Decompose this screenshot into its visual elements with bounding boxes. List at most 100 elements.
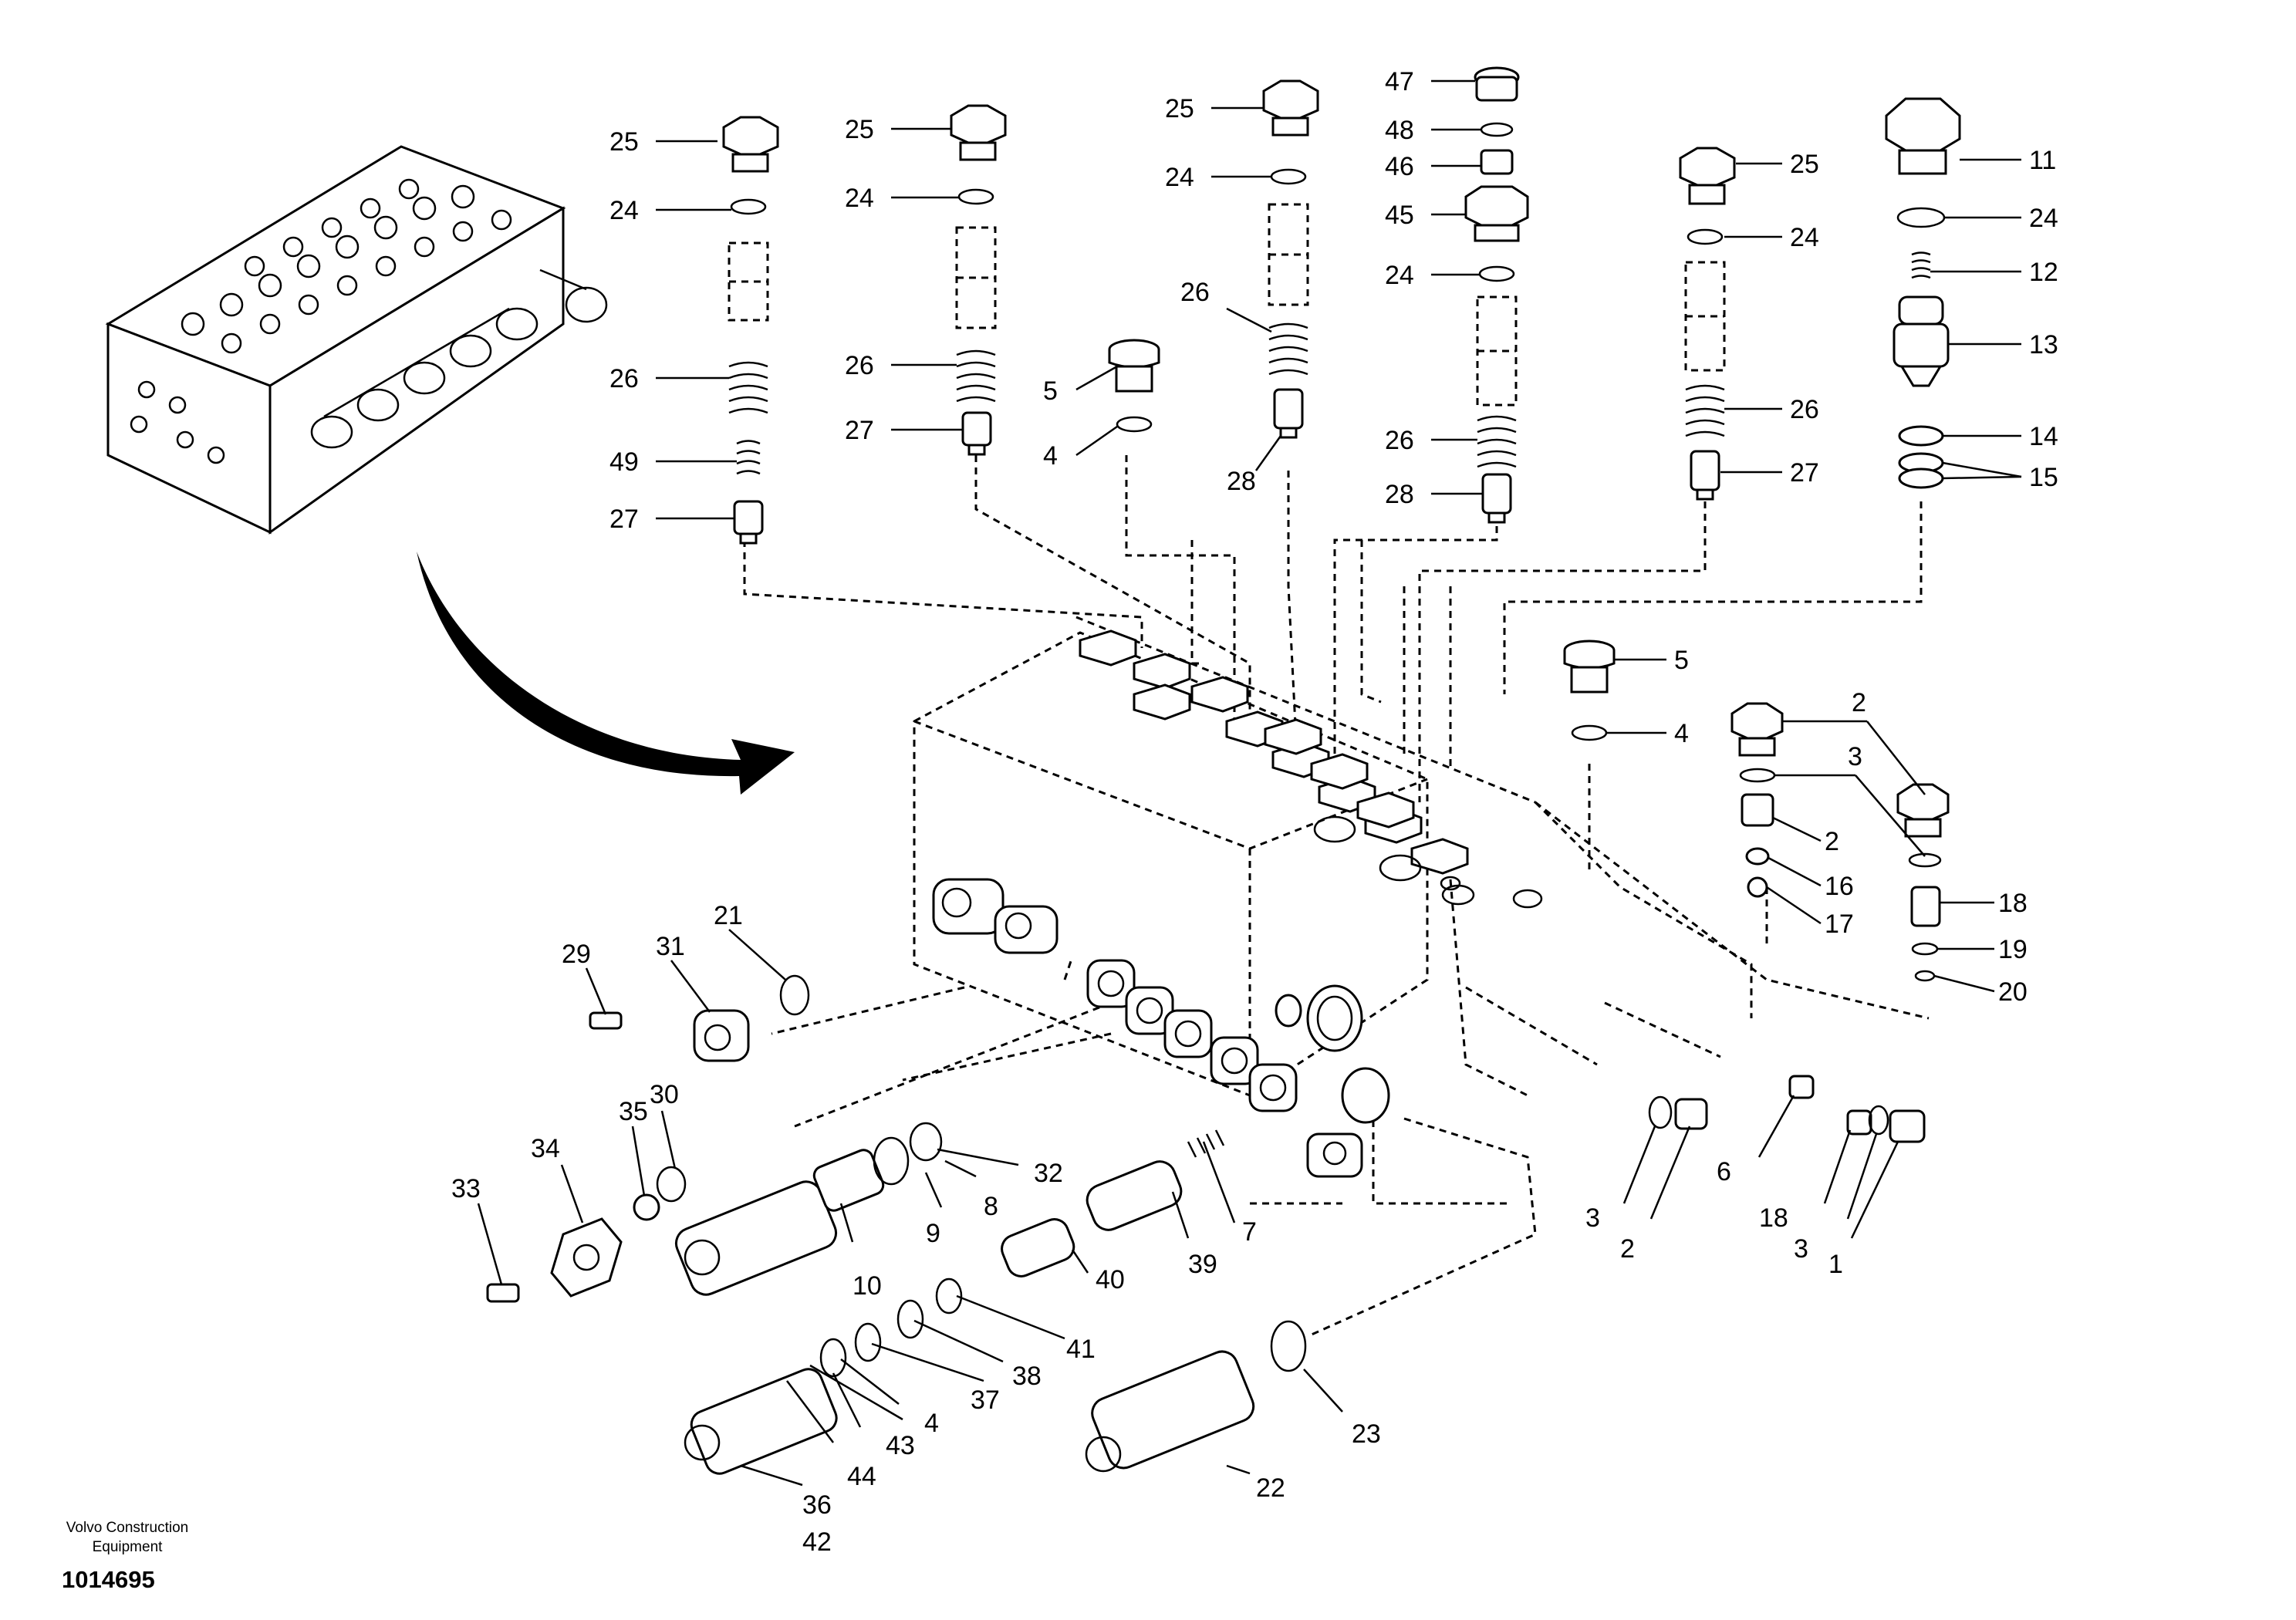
callout-label: 1 [1828, 1250, 1843, 1279]
callout-label: 2 [1620, 1234, 1635, 1264]
callout-label: 12 [2029, 258, 2058, 287]
callout-label: 11 [2029, 146, 2056, 175]
valve-body-outline [913, 616, 1930, 1205]
callout-label: 29 [562, 940, 591, 969]
cartridge-stack-4 [1464, 66, 1529, 524]
callout-label: 25 [609, 127, 639, 157]
callout-label: 48 [1385, 116, 1414, 145]
body-plugs [1079, 629, 1543, 909]
callout-labels: 25 24 26 49 27 25 24 26 27 5 4 25 24 26 … [451, 67, 2058, 1557]
callout-label: 33 [451, 1174, 481, 1203]
callout-label: 46 [1385, 152, 1414, 181]
callout-label: 28 [1227, 467, 1256, 496]
callout-label: 26 [1790, 395, 1819, 424]
callout-label: 24 [2029, 204, 2058, 233]
callout-label: 38 [1012, 1362, 1042, 1391]
callout-label: 3 [1585, 1203, 1600, 1233]
callout-label: 28 [1385, 480, 1414, 509]
callout-label: 31 [656, 932, 685, 961]
callout-label: 4 [1043, 441, 1058, 471]
callout-label: 25 [845, 115, 874, 144]
brand-caption: Volvo Construction Equipment [31, 1518, 224, 1557]
callout-label: 26 [1385, 426, 1414, 455]
callout-label: 9 [926, 1219, 940, 1248]
callout-label: 22 [1256, 1473, 1285, 1503]
callout-label: 27 [845, 416, 874, 445]
callout-label: 24 [845, 184, 874, 213]
callout-label: 24 [609, 196, 639, 225]
callout-label: 7 [1242, 1217, 1257, 1247]
cartridge-stack-5 [1679, 147, 1736, 501]
callout-label: 2 [1825, 827, 1839, 856]
callout-label: 17 [1825, 910, 1854, 939]
callout-label: 21 [714, 901, 743, 930]
callout-label: 16 [1825, 872, 1854, 901]
callout-label: 24 [1790, 223, 1819, 252]
callout-label: 35 [619, 1097, 648, 1126]
callout-label: 39 [1188, 1250, 1217, 1279]
callout-label: 3 [1794, 1234, 1808, 1264]
callout-label: 32 [1034, 1159, 1063, 1188]
callout-label: 34 [531, 1134, 560, 1163]
callout-label: 45 [1385, 201, 1414, 230]
callout-label: 36 [802, 1490, 832, 1520]
curved-arrow-icon [417, 552, 795, 795]
callout-label: 23 [1352, 1419, 1381, 1449]
relief-valve-22-seal-23 [1085, 1320, 1307, 1473]
callout-label: 25 [1790, 150, 1819, 179]
callout-label: 20 [1998, 977, 2028, 1007]
control-valve-assembly-overview [105, 145, 608, 535]
cover-33-bolt-32-seals-34-35 [486, 1166, 687, 1303]
callout-label: 26 [845, 351, 874, 380]
plug-stack-2-3 [1730, 702, 1950, 982]
callout-label: 40 [1096, 1265, 1125, 1294]
solenoid-block-and-fittings [932, 878, 1390, 1178]
callout-label: 27 [609, 505, 639, 534]
brand-line-2: Equipment [92, 1539, 163, 1555]
callout-label: 30 [650, 1080, 679, 1109]
callout-label: 47 [1385, 67, 1414, 96]
cartridge-stack-1 [722, 116, 779, 545]
relief-valve-42-seals [684, 1277, 963, 1475]
callout-label: 27 [1790, 458, 1819, 488]
callout-label: 14 [2029, 422, 2058, 451]
plug-5-seal-4-left [1108, 339, 1160, 433]
cover-29-bolt-30-seal-31 [589, 974, 810, 1062]
relief-valve-7 [674, 1122, 943, 1296]
callout-label: 13 [2029, 330, 2058, 359]
callout-label: 5 [1043, 376, 1058, 406]
cartridge-stack-6 [1885, 97, 1961, 489]
plugs-lower-right [1648, 1075, 1926, 1143]
callout-label: 37 [971, 1385, 1000, 1415]
callout-label: 6 [1717, 1157, 1731, 1186]
callout-label: 42 [802, 1527, 832, 1557]
callout-label: 19 [1998, 935, 2028, 964]
callout-label: 15 [2029, 463, 2058, 492]
callout-label: 18 [1998, 889, 2028, 918]
spool-40-41-spring-39 [1001, 1129, 1225, 1277]
callout-label: 4 [1674, 719, 1689, 748]
callout-label: 3 [1848, 742, 1862, 771]
callout-label: 49 [609, 447, 639, 477]
callout-label: 24 [1165, 163, 1194, 192]
brand-line-1: Volvo Construction [66, 1520, 189, 1536]
callout-label: 2 [1852, 688, 1866, 717]
callout-label: 4 [924, 1409, 939, 1438]
callout-label: 25 [1165, 94, 1194, 123]
callout-label: 43 [886, 1431, 915, 1460]
assembly-leader-lines [743, 455, 1923, 1336]
callout-label: 18 [1759, 1203, 1788, 1233]
plug-5-seal-4-right [1563, 640, 1616, 741]
cartridge-stack-2 [950, 104, 1007, 456]
callout-label: 26 [1180, 278, 1210, 307]
callout-label: 44 [847, 1462, 876, 1491]
callout-label: 24 [1385, 261, 1414, 290]
callout-label: 41 [1066, 1335, 1096, 1364]
callout-label: 8 [984, 1192, 998, 1221]
document-number: 1014695 [62, 1566, 155, 1593]
callout-label: 5 [1674, 646, 1689, 675]
cartridge-stack-3 [1262, 79, 1319, 439]
callout-label: 10 [853, 1271, 882, 1301]
callout-label: 26 [609, 364, 639, 393]
callout-leaders [477, 79, 2022, 1487]
